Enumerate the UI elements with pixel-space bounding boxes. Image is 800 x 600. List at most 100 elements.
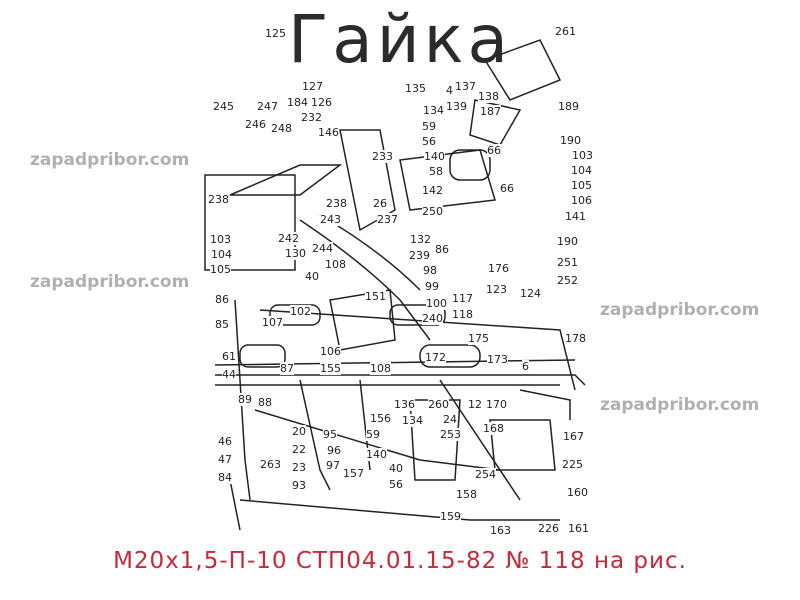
callout-number: 176 [488, 262, 509, 275]
callout-number: 105 [571, 179, 592, 192]
callout-number: 161 [568, 522, 589, 535]
callout-number: 93 [292, 479, 306, 492]
callout-number: 233 [372, 150, 393, 163]
callout-number: 84 [218, 471, 232, 484]
callout-number: 47 [218, 453, 232, 466]
callout-number: 61 [222, 350, 236, 363]
callout-number: 261 [555, 25, 576, 38]
callout-number: 237 [377, 213, 398, 226]
callout-number: 146 [318, 126, 339, 139]
callout-number: 108 [325, 258, 346, 271]
callout-number: 260 [428, 398, 449, 411]
callout-number: 251 [557, 256, 578, 269]
callout-number: 158 [456, 488, 477, 501]
callout-number: 56 [389, 478, 403, 491]
callout-number: 167 [563, 430, 584, 443]
cabinet-outline [204, 174, 296, 271]
callout-number: 140 [424, 150, 445, 163]
callout-number: 85 [215, 318, 229, 331]
callout-number: 135 [405, 82, 426, 95]
callout-number: 159 [440, 510, 461, 523]
callout-number: 4 [446, 84, 453, 97]
callout-number: 95 [323, 428, 337, 441]
callout-number: 252 [557, 274, 578, 287]
callout-number: 102 [290, 305, 311, 318]
watermark: zapadpribor.com [30, 272, 190, 292]
callout-number: 242 [278, 232, 299, 245]
callout-number: 66 [500, 182, 514, 195]
callout-number: 157 [343, 467, 364, 480]
watermark: zapadpribor.com [600, 395, 760, 415]
callout-number: 26 [373, 197, 387, 210]
callout-number: 106 [571, 194, 592, 207]
callout-number: 6 [522, 360, 529, 373]
callout-number: 123 [486, 283, 507, 296]
callout-number: 130 [285, 247, 306, 260]
callout-number: 108 [370, 362, 391, 375]
callout-number: 105 [210, 263, 231, 276]
callout-number: 170 [486, 398, 507, 411]
callout-number: 59 [422, 120, 436, 133]
callout-number: 40 [305, 270, 319, 283]
callout-number: 103 [572, 149, 593, 162]
callout-number: 88 [258, 396, 272, 409]
callout-number: 250 [422, 205, 443, 218]
callout-number: 175 [468, 332, 489, 345]
callout-number: 136 [394, 398, 415, 411]
callout-number: 59 [366, 428, 380, 441]
callout-number: 178 [565, 332, 586, 345]
callout-number: 132 [410, 233, 431, 246]
callout-number: 187 [480, 105, 501, 118]
callout-number: 248 [271, 122, 292, 135]
callout-number: 106 [320, 345, 341, 358]
callout-number: 86 [435, 243, 449, 256]
callout-number: 184 [287, 96, 308, 109]
callout-number: 247 [257, 100, 278, 113]
watermark: zapadpribor.com [30, 150, 190, 170]
callout-number: 140 [366, 448, 387, 461]
callout-number: 40 [389, 462, 403, 475]
callout-number: 240 [422, 312, 443, 325]
page-title: Гайка [288, 1, 512, 78]
callout-number: 66 [487, 144, 501, 157]
callout-number: 245 [213, 100, 234, 113]
callout-number: 58 [429, 165, 443, 178]
callout-number: 124 [520, 287, 541, 300]
callout-number: 126 [311, 96, 332, 109]
callout-number: 99 [425, 280, 439, 293]
callout-number: 24 [443, 413, 457, 426]
callout-number: 151 [365, 290, 386, 303]
callout-number: 12 [468, 398, 482, 411]
callout-number: 246 [245, 118, 266, 131]
callout-number: 46 [218, 435, 232, 448]
callout-number: 89 [238, 393, 252, 406]
schematic-lines [204, 39, 586, 531]
callout-number: 232 [301, 111, 322, 124]
callout-number: 134 [402, 414, 423, 427]
callout-number: 239 [409, 249, 430, 262]
callout-number: 155 [320, 362, 341, 375]
callout-number: 87 [280, 362, 294, 375]
callout-number: 103 [210, 233, 231, 246]
callout-number: 118 [452, 308, 473, 321]
callout-number: 253 [440, 428, 461, 441]
callout-number: 137 [455, 80, 476, 93]
callout-number: 254 [475, 468, 496, 481]
callout-number: 238 [326, 197, 347, 210]
callout-number: 23 [292, 461, 306, 474]
callout-number: 172 [425, 351, 446, 364]
callout-number: 97 [326, 459, 340, 472]
callout-number: 96 [327, 444, 341, 457]
part-caption: М20х1,5-П-10 СТП04.01.15-82 № 118 на рис… [113, 548, 687, 574]
callout-number: 127 [302, 80, 323, 93]
watermark: zapadpribor.com [600, 300, 760, 320]
callout-number: 104 [571, 164, 592, 177]
callout-number: 20 [292, 425, 306, 438]
callout-number: 190 [557, 235, 578, 248]
callout-number: 190 [560, 134, 581, 147]
callout-number: 104 [211, 248, 232, 261]
callout-number: 142 [422, 184, 443, 197]
callout-number: 244 [312, 242, 333, 255]
